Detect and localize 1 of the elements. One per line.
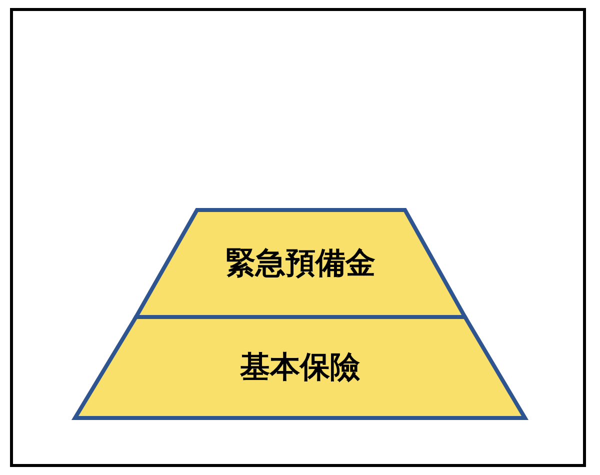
tier-label: 緊急預備金 bbox=[224, 246, 376, 282]
